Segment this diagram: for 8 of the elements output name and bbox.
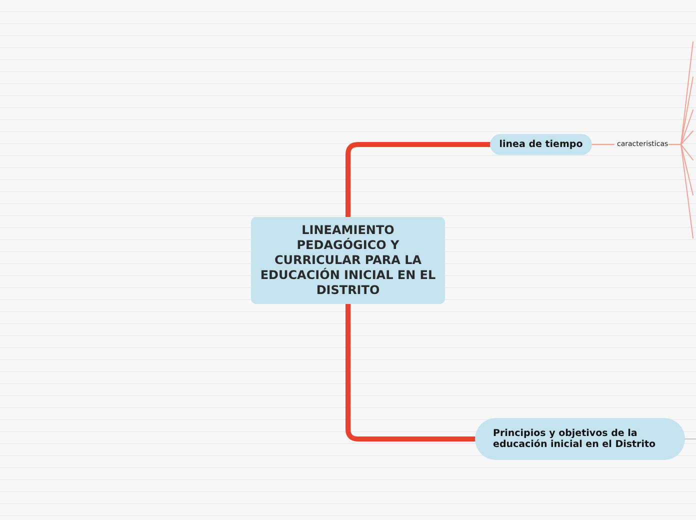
connector-line — [346, 142, 492, 220]
topic-pill: linea de tiempo — [490, 134, 592, 155]
connector-line — [684, 438, 696, 440]
topic-pill: Principios y objetivos de la educación inicial en el Distrito — [475, 418, 685, 460]
connector-line — [592, 144, 614, 145]
connector-line — [346, 302, 478, 442]
connector-line — [668, 144, 694, 238]
central-topic-box: LINEAMIENTO PEDAGÓGICO Y CURRICULAR PARA LA EDUCACIÓN INICIAL EN EL DISTRITO — [251, 217, 445, 304]
